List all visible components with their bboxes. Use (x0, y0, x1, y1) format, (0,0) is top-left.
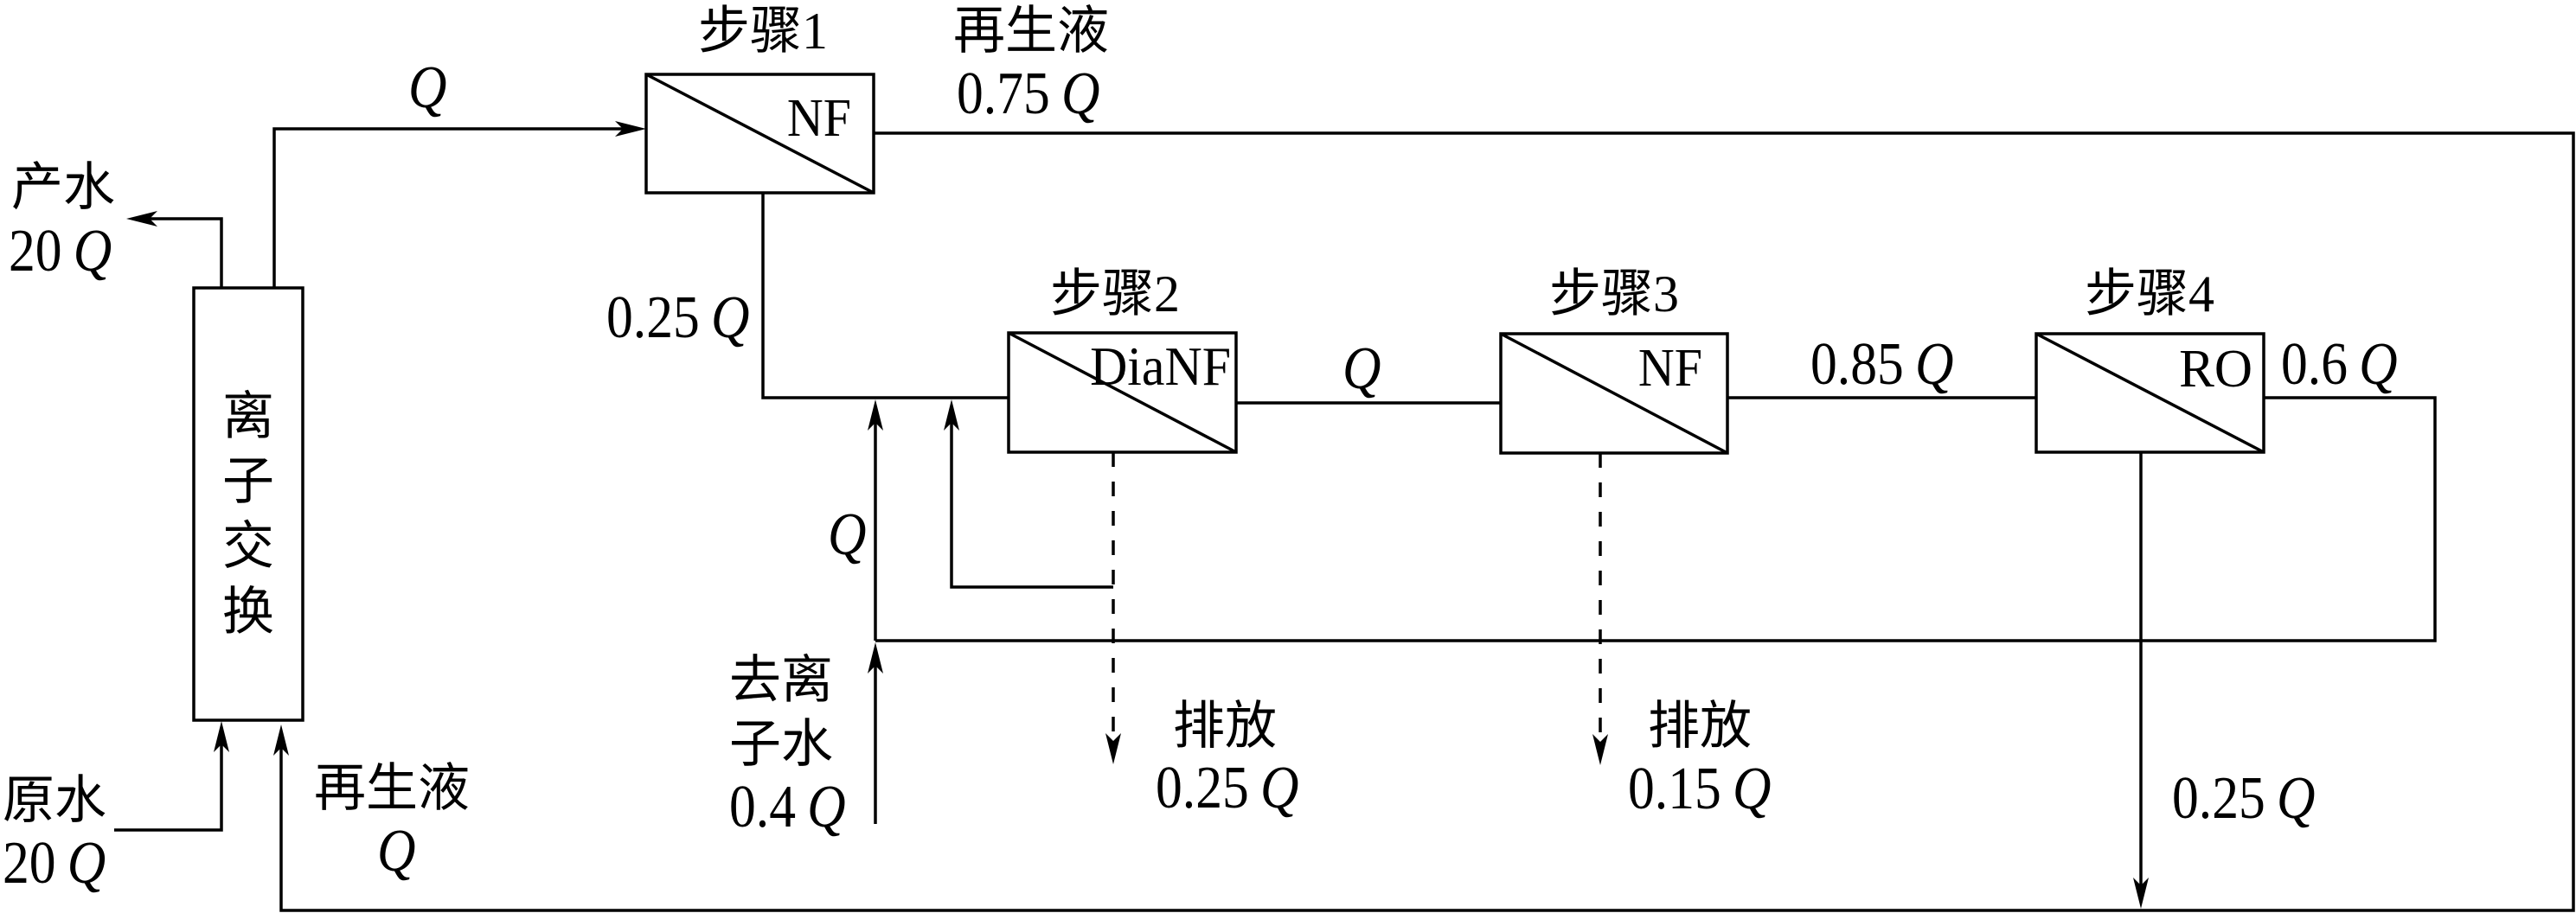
step2-title: 步骤2 (1050, 265, 1180, 322)
flow-symbol: Q (1260, 754, 1298, 821)
arrow-up-icon (944, 399, 959, 431)
step3-membrane-unit: NF 步骤3 (1499, 265, 1729, 455)
step4-title: 步骤4 (2085, 265, 2214, 322)
flow-symbol: Q (1733, 755, 1771, 822)
membrane-diagonal (645, 73, 875, 195)
step2-process-label: DiaNF (1090, 337, 1231, 398)
flow-symbol: Q (1342, 335, 1381, 402)
step3-title: 步骤3 (1549, 265, 1679, 322)
flow-symbol: Q (711, 284, 749, 351)
flow-symbol: Q (2277, 764, 2315, 832)
deionized-water-label-line1: 去离 (729, 652, 833, 709)
flow-symbol: Q (377, 817, 415, 884)
arrow-right-icon (615, 121, 646, 137)
step2-to-step3-flow: Q (1342, 335, 1381, 402)
ion-exchange-label-char: 子 (222, 453, 274, 510)
flow-coefficient: 0.25 (2172, 764, 2265, 832)
flow-symbol: Q (1915, 330, 1953, 398)
flow-coefficient: 0.25 (1156, 754, 1249, 821)
arrow-down-icon (1105, 733, 1121, 764)
flow-coefficient: 0.75 (957, 60, 1050, 127)
step4-membrane-unit: RO 步骤4 (2035, 265, 2265, 454)
arrow-left-icon (126, 211, 157, 227)
arrowheads (126, 121, 2149, 909)
flow-symbol: Q (828, 501, 866, 568)
product-water-label: 产水 (11, 159, 115, 216)
step1-process-label: NF (787, 88, 851, 149)
arrow-up-icon (868, 399, 883, 431)
regen-return-label: 再生液 (314, 760, 470, 817)
membrane-diagonal (1500, 332, 1728, 455)
ion-exchange-label-char: 交 (222, 518, 274, 575)
flow-symbol: Q (2359, 330, 2397, 398)
step1-membrane-unit: NF 步骤1 (644, 3, 875, 195)
raw-water-line (114, 744, 223, 832)
regen-return-flow: Q (377, 817, 415, 884)
deionized-water-label-line2: 子水 (729, 716, 833, 773)
flow-coefficient: 20 (9, 217, 62, 284)
flow-coefficient: 0.4 (729, 773, 796, 840)
flow-coefficient: 0.25 (606, 284, 700, 351)
feed-to-step2-flow: Q (828, 501, 866, 568)
ion-exchange-label-char: 离 (222, 388, 274, 445)
flow-symbol: Q (67, 829, 106, 897)
step1-regen-label: 再生液 (953, 3, 1109, 60)
raw-water-label: 原水 (3, 772, 106, 829)
arrow-up-icon (868, 642, 883, 674)
flow-coefficient: 0.6 (2281, 330, 2348, 398)
arrow-down-icon (1592, 734, 1608, 765)
step2-membrane-unit: DiaNF 步骤2 (1007, 265, 1238, 454)
ix-to-step1-line (272, 127, 623, 288)
arrow-up-icon (214, 721, 229, 752)
arrow-down-icon (2133, 878, 2149, 909)
flow-symbol: Q (1061, 60, 1099, 127)
membrane-diagonal (1008, 331, 1237, 454)
flow-coefficient: 0.85 (1810, 330, 1904, 398)
step2-discharge-label: 排放 (1173, 698, 1277, 755)
flow-symbol: Q (74, 217, 112, 284)
membrane-diagonal (2035, 332, 2265, 454)
product-water-line (149, 217, 223, 288)
step3-process-label: NF (1638, 338, 1702, 399)
step3-discharge-label: 排放 (1648, 698, 1752, 755)
pipes (114, 127, 2575, 912)
step1-title: 步骤1 (698, 3, 828, 60)
step4-process-label: RO (2179, 339, 2252, 399)
regen-loop-line (279, 131, 2575, 912)
flow-symbol: Q (408, 54, 446, 121)
flow-coefficient: 20 (3, 829, 56, 897)
step4-concentrate-return-line (875, 396, 2437, 642)
step2-recycle-line (950, 422, 1113, 589)
flow-symbol: Q (807, 773, 845, 840)
ix-to-step1-flow: Q (408, 54, 446, 121)
step1-permeate-line (761, 193, 1009, 399)
ion-exchange-label-char: 换 (222, 584, 274, 641)
ion-exchange-column: 离 子 交 换 (192, 286, 304, 722)
arrow-up-icon (273, 725, 289, 756)
ion-exchange-vessel (192, 286, 304, 722)
flow-coefficient: 0.15 (1628, 755, 1721, 822)
